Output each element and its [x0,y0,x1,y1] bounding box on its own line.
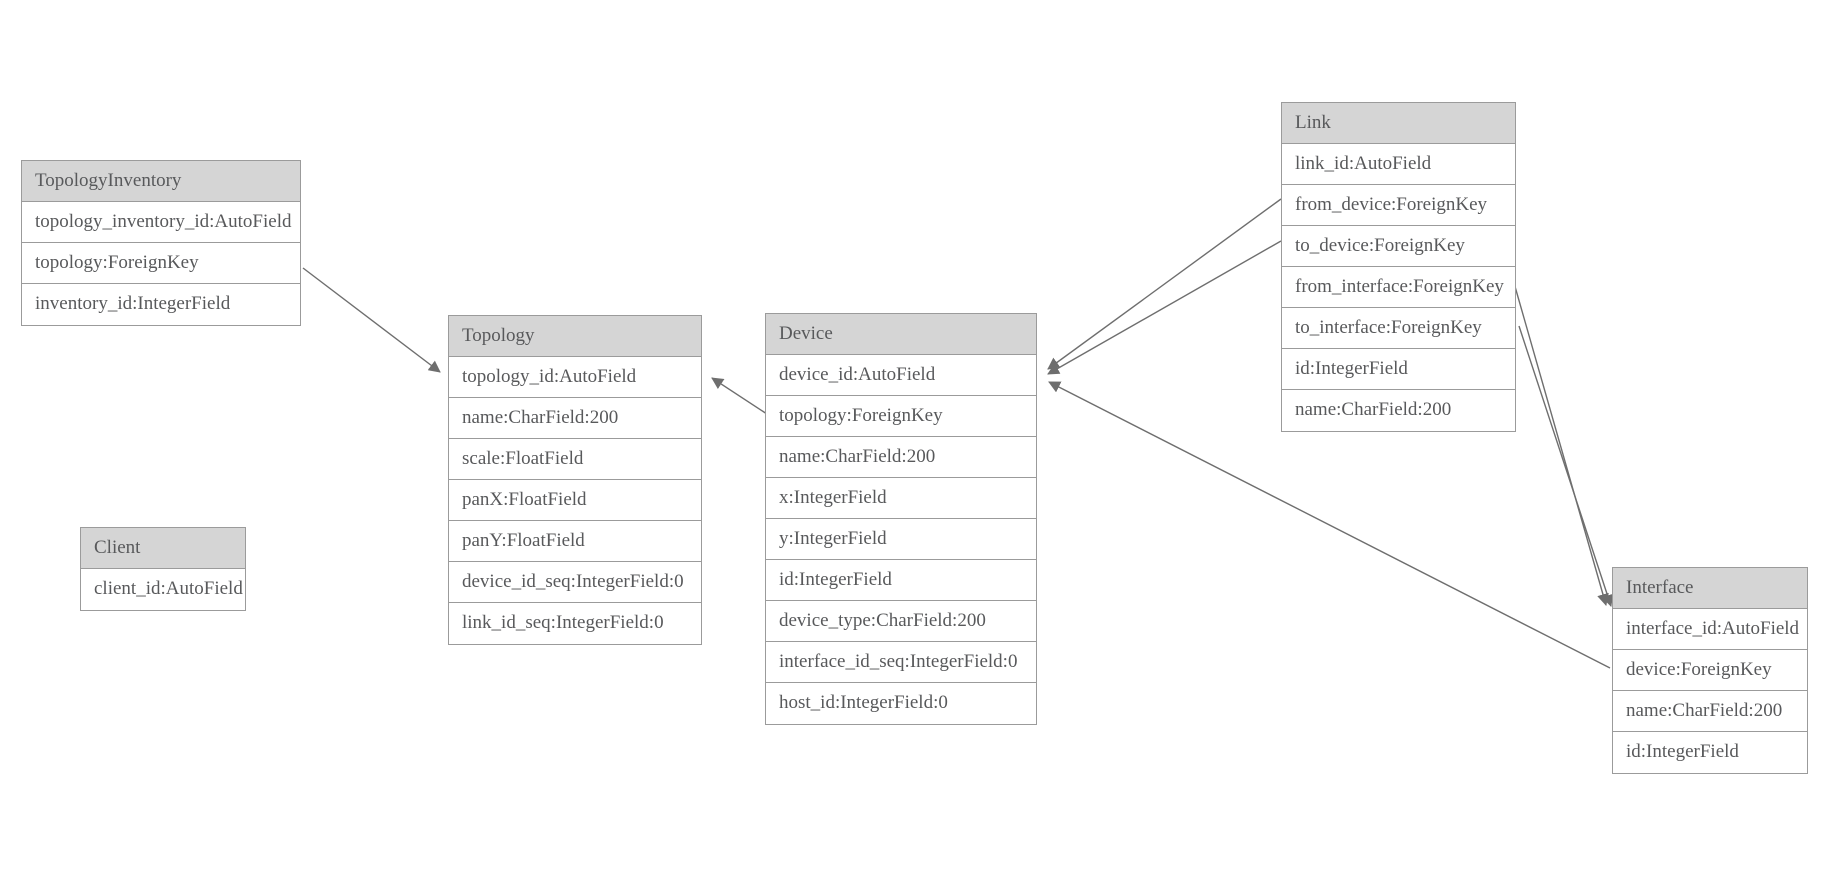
field-row: link_id:AutoField [1282,144,1515,185]
edge-link-from-device [1047,198,1282,370]
field-row: topology_id:AutoField [449,357,701,398]
edge-topologyinventory-topology [302,267,441,373]
field-row: x:IntegerField [766,478,1036,519]
field-row: device_id:AutoField [766,355,1036,396]
entity-link[interactable]: Link link_id:AutoField from_device:Forei… [1281,102,1516,432]
field-row: name:CharField:200 [1282,390,1515,431]
entity-title-device: Device [766,314,1036,355]
field-row: to_interface:ForeignKey [1282,308,1515,349]
entity-topology[interactable]: Topology topology_id:AutoField name:Char… [448,315,702,645]
field-row: from_interface:ForeignKey [1282,267,1515,308]
field-row: device_type:CharField:200 [766,601,1036,642]
entity-device[interactable]: Device device_id:AutoField topology:Fore… [765,313,1037,725]
field-row: host_id:IntegerField:0 [766,683,1036,724]
edge-link-from-interface [1513,282,1609,606]
field-row: name:CharField:200 [766,437,1036,478]
edge-link-to-device [1047,240,1282,375]
entity-title-interface: Interface [1613,568,1807,609]
entity-title-topology: Topology [449,316,701,357]
field-row: id:IntegerField [1282,349,1515,390]
field-row: interface_id_seq:IntegerField:0 [766,642,1036,683]
field-row: scale:FloatField [449,439,701,480]
field-row: y:IntegerField [766,519,1036,560]
edge-device-topology [711,377,771,417]
field-row: from_device:ForeignKey [1282,185,1515,226]
field-row: name:CharField:200 [449,398,701,439]
entity-title-client: Client [81,528,245,569]
field-row: id:IntegerField [766,560,1036,601]
field-row: panX:FloatField [449,480,701,521]
entity-interface[interactable]: Interface interface_id:AutoField device:… [1612,567,1808,774]
field-row: client_id:AutoField [81,569,245,610]
field-row: topology:ForeignKey [766,396,1036,437]
field-row: topology:ForeignKey [22,243,300,284]
field-row: inventory_id:IntegerField [22,284,300,325]
field-row: topology_inventory_id:AutoField [22,202,300,243]
field-row: link_id_seq:IntegerField:0 [449,603,701,644]
field-row: id:IntegerField [1613,732,1807,773]
field-row: panY:FloatField [449,521,701,562]
entity-client[interactable]: Client client_id:AutoField [80,527,246,611]
entity-topologyinventory[interactable]: TopologyInventory topology_inventory_id:… [21,160,301,326]
field-row: device:ForeignKey [1613,650,1807,691]
entity-title-topologyinventory: TopologyInventory [22,161,300,202]
field-row: name:CharField:200 [1613,691,1807,732]
edge-link-to-interface [1518,325,1614,607]
field-row: interface_id:AutoField [1613,609,1807,650]
field-row: device_id_seq:IntegerField:0 [449,562,701,603]
entity-title-link: Link [1282,103,1515,144]
field-row: to_device:ForeignKey [1282,226,1515,267]
